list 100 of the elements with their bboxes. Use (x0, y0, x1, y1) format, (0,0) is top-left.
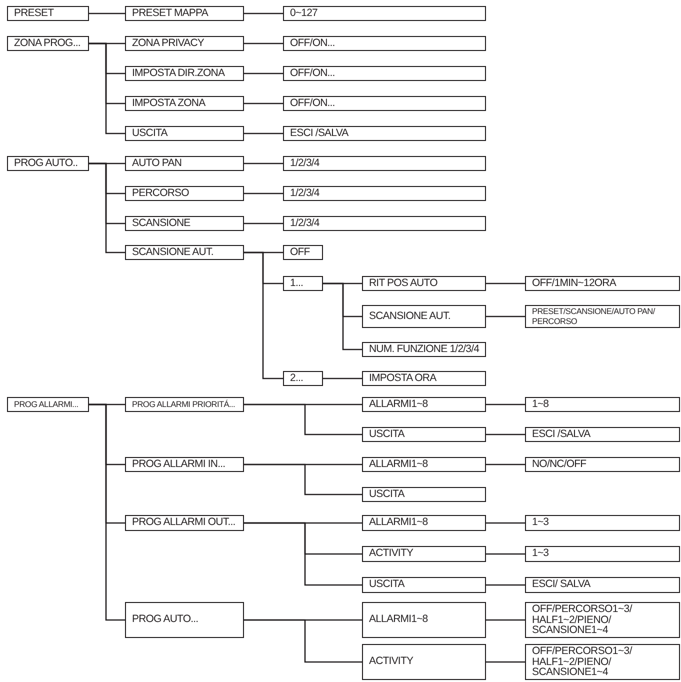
connector-line (244, 404, 362, 436)
menu-label: PERCORSO (132, 188, 189, 200)
connector-line (486, 661, 525, 663)
connector-line (486, 316, 525, 318)
menu-label: PRESET/SCANSIONE/AUTO PAN/PERCORSO (532, 307, 656, 326)
menu-box (125, 245, 244, 260)
menu-box (362, 397, 486, 412)
connector-line (486, 464, 525, 466)
menu-label: ALLARMI1~8 (369, 614, 428, 626)
menu-box (125, 66, 244, 81)
menu-box (283, 245, 323, 260)
connector-line (244, 464, 362, 496)
menu-box (362, 276, 486, 291)
menu-label: OFF/ON... (290, 38, 335, 50)
menu-box (362, 342, 486, 357)
menu-box (283, 36, 486, 51)
menu-box (7, 6, 89, 21)
menu-box (125, 397, 244, 412)
menu-label: OFF/1MIN~12ORA (532, 278, 616, 290)
connector-line (244, 222, 283, 224)
menu-label: IMPOSTA ORA (369, 372, 436, 384)
menu-label: ALLARMI1~8 (369, 517, 428, 529)
menu-box (525, 644, 680, 680)
menu-label: IMPOSTA DIR.ZONA (132, 68, 225, 80)
menu-label: PROG ALLARMI... (14, 400, 78, 410)
connector-line (89, 12, 125, 14)
connector-line (244, 619, 362, 663)
menu-box (283, 371, 323, 386)
menu-box (362, 602, 486, 638)
menu-label: SCANSIONE (132, 218, 190, 230)
menu-label: 1/2/3/4 (290, 218, 320, 230)
menu-label: USCITA (369, 488, 404, 500)
connector-line (323, 378, 362, 380)
menu-box (362, 644, 486, 680)
menu-box (7, 156, 89, 171)
connector-line (244, 72, 283, 74)
menu-label: USCITA (132, 128, 168, 140)
menu-label: USCITA (369, 428, 404, 440)
menu-label: OFF/PERCORSO1~3/HALF1~2/PIENO/SCANSIONE1~4 (532, 604, 634, 636)
menu-label: 1/2/3/4 (290, 158, 320, 170)
menu-label: PROG AUTO... (132, 614, 198, 626)
connector-line (244, 42, 283, 44)
menu-box (283, 276, 323, 291)
menu-box (362, 305, 486, 328)
menu-box (283, 216, 486, 231)
menu-label: ZONA PROG... (14, 38, 80, 50)
connector-line (244, 192, 283, 194)
menu-label: OFF/ON... (290, 68, 335, 80)
menu-label: ACTIVITY (369, 656, 414, 668)
connector-line (244, 132, 283, 134)
menu-box (283, 126, 486, 141)
menu-label: PROG ALLARMI OUT... (132, 517, 236, 529)
connector-line (486, 584, 525, 586)
menu-label: PROG ALLARMI PRIORITÁ... (132, 400, 235, 410)
menu-label: ALLARMI1~8 (369, 458, 428, 470)
menu-box (525, 427, 680, 442)
menu-label: ESCI /SALVA (532, 428, 590, 440)
menu-box (125, 515, 244, 531)
menu-box (125, 126, 244, 141)
menu-box (525, 305, 680, 328)
connector-line (244, 252, 283, 380)
menu-box (125, 216, 244, 231)
menu-label: IMPOSTA ZONA (132, 98, 206, 110)
menu-label: 1/2/3/4 (290, 188, 320, 200)
menu-label: 1~3 (532, 548, 549, 560)
menu-box (125, 186, 244, 201)
menu-box (362, 515, 486, 531)
connector-line (486, 522, 525, 524)
menu-box (525, 546, 680, 562)
menu-label: ALLARMI1~8 (369, 398, 428, 410)
menu-box (362, 487, 486, 502)
menu-box (283, 186, 486, 201)
menu-box (125, 36, 244, 51)
menu-box (362, 577, 486, 593)
menu-label: ESCI /SALVA (290, 128, 348, 140)
menu-label: ESCI/ SALVA (532, 579, 590, 591)
menu-box (362, 427, 486, 442)
menu-box (125, 6, 244, 21)
connector-line (323, 282, 362, 350)
menu-label: ACTIVITY (369, 548, 414, 560)
menu-label: 1... (290, 278, 303, 290)
menu-box (283, 66, 486, 81)
menu-box (525, 577, 680, 593)
connector-line (244, 12, 283, 14)
connector-line (244, 162, 283, 164)
menu-label: PRESET (14, 8, 54, 20)
connector-line (486, 282, 525, 284)
menu-label: 0~127 (290, 8, 318, 20)
menu-label: AUTO PAN (132, 158, 182, 170)
menu-label: SCANSIONE AUT. (132, 246, 214, 258)
menu-box (525, 457, 680, 472)
menu-box (525, 602, 680, 638)
menu-label: 1~8 (532, 398, 549, 410)
menu-label: USCITA (369, 579, 404, 591)
connector-line (89, 162, 125, 254)
menu-box (362, 546, 486, 562)
menu-label: RIT POS AUTO (369, 278, 438, 290)
menu-box (125, 602, 244, 638)
menu-box (125, 156, 244, 171)
menu-label: PRESET MAPPA (132, 8, 208, 20)
